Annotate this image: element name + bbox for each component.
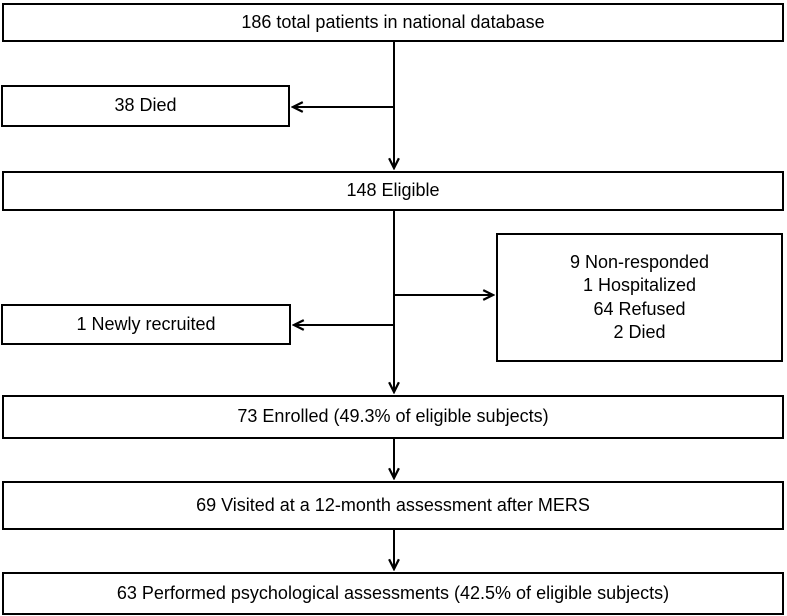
exclusion-refused: 64 Refused bbox=[593, 298, 686, 319]
box-newly-recruited-label: 1 Newly recruited bbox=[76, 313, 216, 334]
box-eligible: 148 Eligible bbox=[2, 171, 784, 211]
box-enrolled-label: 73 Enrolled (49.3% of eligible subjects) bbox=[237, 406, 549, 427]
box-eligible-label: 148 Eligible bbox=[346, 180, 440, 201]
box-visited-12-month: 69 Visited at a 12-month assessment afte… bbox=[2, 481, 784, 530]
box-performed-assessments: 63 Performed psychological assessments (… bbox=[2, 572, 784, 615]
box-died: 38 Died bbox=[1, 85, 290, 127]
exclusion-non-responded: 9 Non-responded bbox=[569, 251, 710, 272]
box-enrolled: 73 Enrolled (49.3% of eligible subjects) bbox=[2, 395, 784, 439]
box-total-patients-label: 186 total patients in national database bbox=[241, 11, 545, 32]
box-exclusions: 9 Non-responded 1 Hospitalized 64 Refuse… bbox=[496, 233, 783, 362]
box-died-label: 38 Died bbox=[114, 95, 177, 116]
exclusion-hospitalized: 1 Hospitalized bbox=[582, 275, 697, 296]
box-total-patients: 186 total patients in national database bbox=[2, 3, 784, 42]
exclusion-died: 2 Died bbox=[613, 321, 666, 342]
box-visited-12-month-label: 69 Visited at a 12-month assessment afte… bbox=[196, 494, 590, 515]
box-newly-recruited: 1 Newly recruited bbox=[1, 304, 291, 345]
box-performed-assessments-label: 63 Performed psychological assessments (… bbox=[116, 582, 670, 603]
